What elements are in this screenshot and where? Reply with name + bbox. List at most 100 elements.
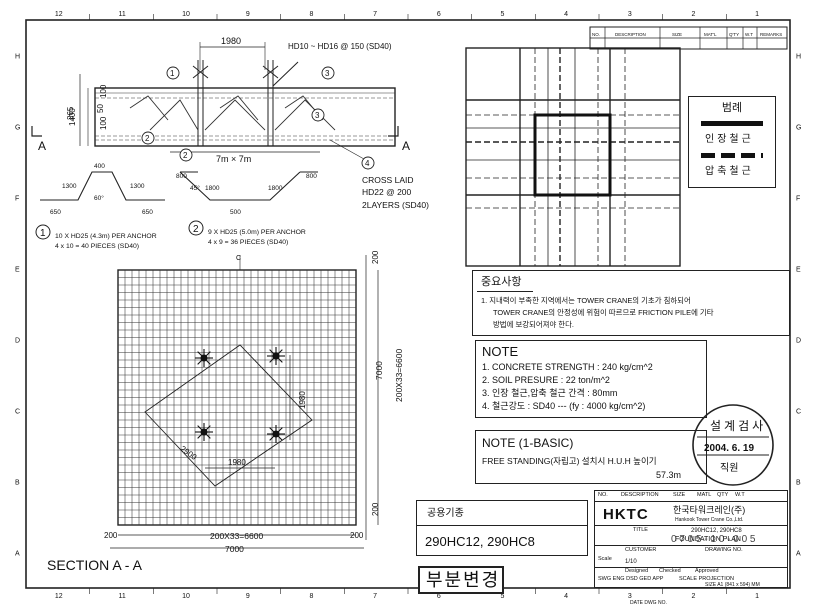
model-box: 공용기종 290HC12, 290HC8: [416, 500, 588, 556]
border-number: 10: [182, 593, 190, 600]
cross-laid-1: CROSS LAID: [362, 175, 414, 185]
svg-text:200: 200: [104, 531, 118, 540]
revision-header: REMARKS: [760, 32, 782, 37]
border-letter: A: [15, 551, 20, 558]
svg-text:1800: 1800: [268, 185, 283, 192]
company-name-kr: 한국타워크레인(주): [673, 505, 746, 515]
section-marker-left: A: [38, 139, 46, 153]
company-logo: HKTC: [603, 506, 649, 523]
title-rev-header: NO. DESCRIPTION SIZE MATL QTY W.T: [595, 491, 787, 502]
border-letter: H: [796, 54, 801, 61]
svg-text:60°: 60°: [94, 194, 104, 202]
border-letter: D: [15, 338, 20, 345]
scale-value: 1/10: [625, 559, 637, 565]
border-number: 5: [501, 11, 505, 18]
revision-header: SIZE: [672, 32, 682, 37]
border-letter: E: [796, 267, 801, 274]
border-letter: C: [796, 409, 801, 416]
svg-text:650: 650: [50, 209, 61, 216]
anchor-mark: [195, 423, 213, 441]
svg-text:45°: 45°: [190, 184, 200, 192]
important-line-1: 1. 지내력이 부족한 지역에서는 TOWER CRANE의 기초가 침하되어: [481, 296, 691, 305]
border-number: 7: [373, 11, 377, 18]
svg-text:1300: 1300: [62, 183, 77, 190]
svg-text:직원: 직원: [720, 462, 738, 474]
legend-tension: 인장철근: [705, 134, 754, 145]
svg-text:C: C: [236, 255, 241, 262]
svg-text:200: 200: [371, 502, 380, 516]
important-line-2: TOWER CRANE의 안정성에 위험이 따르므로 FRICTION PILE…: [493, 308, 714, 317]
legend-compression-line: [701, 153, 763, 158]
border-number: 4: [564, 593, 568, 600]
rebar-detail: [465, 47, 681, 267]
dim-100-top: 100: [99, 84, 108, 98]
company-name-en: Hankook Tower Crane Co.,Ltd.: [675, 517, 744, 523]
border-letter: F: [15, 196, 19, 203]
dim-100-bottom: 100: [99, 116, 108, 130]
revision-header: W.T: [745, 32, 753, 37]
svg-text:3: 3: [315, 111, 320, 120]
section-marker-right: A: [402, 139, 410, 153]
dim-1400: 1400: [68, 108, 77, 126]
svg-text:500: 500: [230, 209, 241, 216]
note-basic-box: NOTE (1-BASIC) FREE STANDING(자립고) 설치시 H.…: [475, 430, 707, 484]
border-number: 12: [55, 11, 63, 18]
border-letter: A: [796, 551, 801, 558]
svg-text:1980: 1980: [298, 391, 307, 409]
revision-header: DESCRIPTION: [615, 32, 646, 37]
svg-text:2: 2: [145, 134, 150, 143]
svg-text:400: 400: [94, 163, 105, 170]
svg-text:2900: 2900: [179, 444, 199, 462]
anchor-mark: [267, 425, 285, 443]
rebar-label: HD10 ~ HD16 @ 150 (SD40): [288, 42, 392, 51]
border-number: 6: [437, 11, 441, 18]
border-letter: B: [15, 480, 20, 487]
svg-text:2004. 6. 19: 2004. 6. 19: [704, 443, 754, 454]
border-letter: E: [15, 267, 20, 274]
svg-text:7000: 7000: [374, 361, 384, 380]
svg-text:800: 800: [306, 173, 317, 180]
svg-text:650: 650: [142, 209, 153, 216]
border-letter: H: [15, 54, 20, 61]
anchor-mark: [195, 349, 213, 367]
svg-text:1: 1: [170, 69, 175, 78]
foundation-elevation: 1980 HD10 ~ HD16 @ 150 (SD40) 265 1: [31, 36, 429, 210]
border-number: 4: [564, 11, 568, 18]
svg-text:1300: 1300: [130, 183, 145, 190]
revision-header: Q'TY: [729, 32, 739, 37]
section-title: SECTION A - A: [47, 557, 143, 573]
svg-text:200X33=6600: 200X33=6600: [394, 349, 404, 402]
svg-text:200X33=6600: 200X33=6600: [210, 531, 263, 541]
note-basic-title: NOTE (1-BASIC): [482, 436, 574, 450]
revision-header: NO.: [592, 32, 600, 37]
border-letter: B: [796, 480, 801, 487]
border-number: 3: [628, 593, 632, 600]
border-number: 5: [501, 593, 505, 600]
bottom-caption: DATE DWG NO.: [630, 600, 667, 606]
border-number: 2: [692, 593, 696, 600]
border-number: 12: [55, 593, 63, 600]
border-number: 1: [755, 593, 759, 600]
title-model: 290HC12, 290HC8: [691, 528, 742, 534]
dim-1980-elev: 1980: [221, 36, 241, 46]
note-basic-line-1: FREE STANDING(자립고) 설치시 H.U.H 높이기: [482, 456, 657, 466]
border-number: 10: [182, 11, 190, 18]
border-number: 11: [119, 11, 126, 18]
svg-text:설계검사: 설계검사: [710, 419, 766, 433]
svg-text:4 x 10 = 40 PIECES (SD40): 4 x 10 = 40 PIECES (SD40): [55, 243, 139, 250]
border-number: 8: [310, 593, 314, 600]
bar-shapes: 400 1300 1300 650 650 60° 800 800 1800 5…: [35, 163, 318, 250]
dim-265: 265: [66, 106, 75, 120]
svg-text:1980: 1980: [228, 458, 246, 467]
important-line-3: 방법에 보강되어져야 한다.: [493, 320, 574, 329]
important-notes: 중요사항 1. 지내력이 부족한 지역에서는 TOWER CRANE의 기초가 …: [472, 270, 790, 336]
note-item-4: 4. 철근강도 : SD40 --- (fy : 4000 kg/cm^2): [482, 401, 646, 411]
svg-text:1800: 1800: [205, 185, 220, 192]
svg-text:200: 200: [350, 531, 364, 540]
